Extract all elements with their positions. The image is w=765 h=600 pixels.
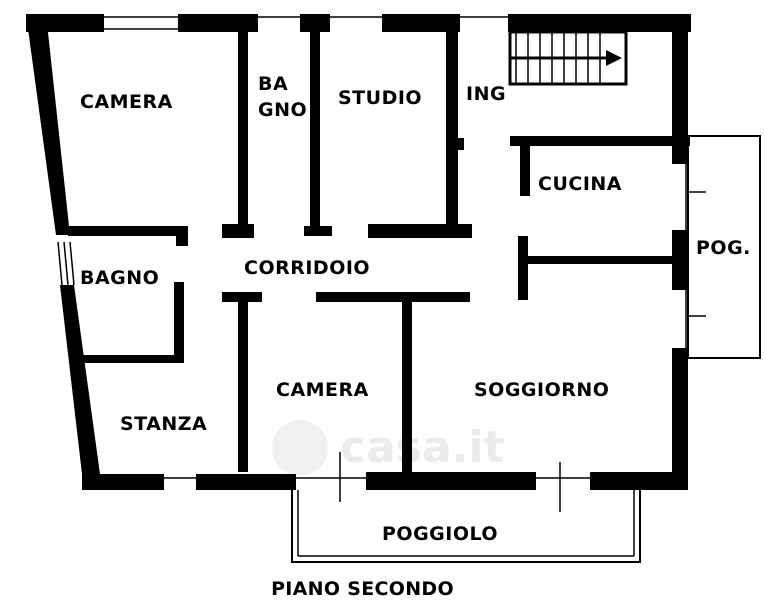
- room-label-poggiolo-bottom: POGGIOLO: [382, 523, 498, 545]
- bottom-balcony: [291, 452, 641, 563]
- room-label-bagno-top-2: GNO: [258, 99, 307, 121]
- room-label-bagno-left: BAGNO: [80, 267, 159, 289]
- side-balcony: [685, 135, 761, 359]
- room-label-soggiorno: SOGGIORNO: [474, 379, 609, 401]
- watermark-text: casa.it: [340, 422, 504, 473]
- room-label-camera-top: CAMERA: [80, 91, 173, 113]
- interior-walls: [68, 32, 690, 472]
- arrow-right-icon: [606, 50, 622, 66]
- room-label-bagno-top-1: BA: [258, 73, 288, 95]
- room-label-stanza: STANZA: [120, 413, 207, 435]
- room-label-poggiolo-side: POG.: [696, 237, 751, 259]
- room-label-camera-bottom: CAMERA: [276, 379, 369, 401]
- floor-title: PIANO SECONDO: [271, 578, 454, 600]
- room-label-ingresso: ING: [466, 83, 506, 105]
- outer-walls: [26, 14, 691, 490]
- room-label-corridoio: CORRIDOIO: [244, 257, 370, 279]
- watermark: casa.it: [272, 420, 504, 476]
- room-label-studio: STUDIO: [338, 87, 422, 109]
- room-label-cucina: CUCINA: [538, 173, 622, 195]
- staircase: [508, 30, 628, 86]
